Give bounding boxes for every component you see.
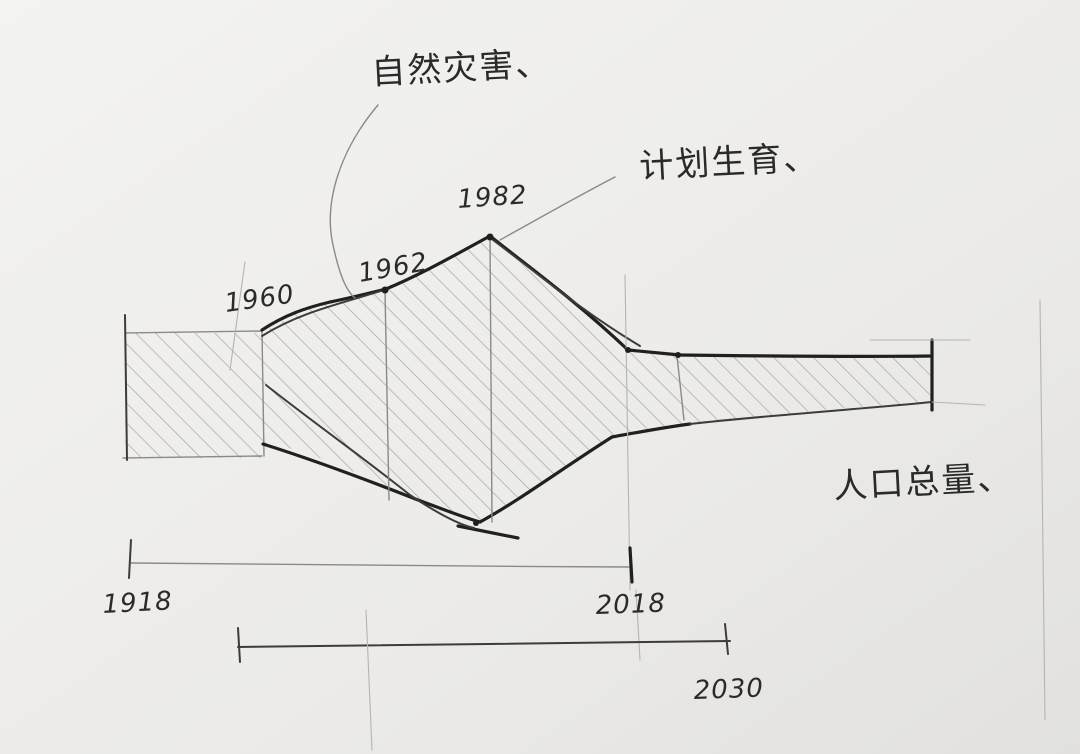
upper-boundary <box>260 234 492 337</box>
decline-boundary <box>478 234 692 524</box>
timeline-projection <box>237 623 731 663</box>
paper-guides <box>365 299 1046 751</box>
point-trough-marker <box>473 520 479 526</box>
label-population-total: 人口总量、 <box>832 458 1014 507</box>
label-timeline-projection-end: 2030 <box>693 674 764 706</box>
right-tail <box>676 338 986 425</box>
label-1982: 1982 <box>456 180 528 215</box>
label-family-planning: 计划生育、 <box>638 138 820 187</box>
point-stable-marker <box>675 352 681 358</box>
point-1962-marker <box>381 286 389 294</box>
leader-lines <box>329 104 616 299</box>
point-decline-marker <box>625 347 631 353</box>
point-1982-marker <box>486 233 494 241</box>
vertical-markers <box>229 235 685 661</box>
timeline-history <box>128 539 634 584</box>
key-points <box>381 233 681 526</box>
label-natural-disaster: 自然灾害、 <box>370 44 552 93</box>
label-timeline-start: 1918 <box>102 586 174 620</box>
label-timeline-end: 2018 <box>595 589 666 621</box>
lower-boundary <box>261 384 520 540</box>
early-period-block <box>122 314 265 461</box>
